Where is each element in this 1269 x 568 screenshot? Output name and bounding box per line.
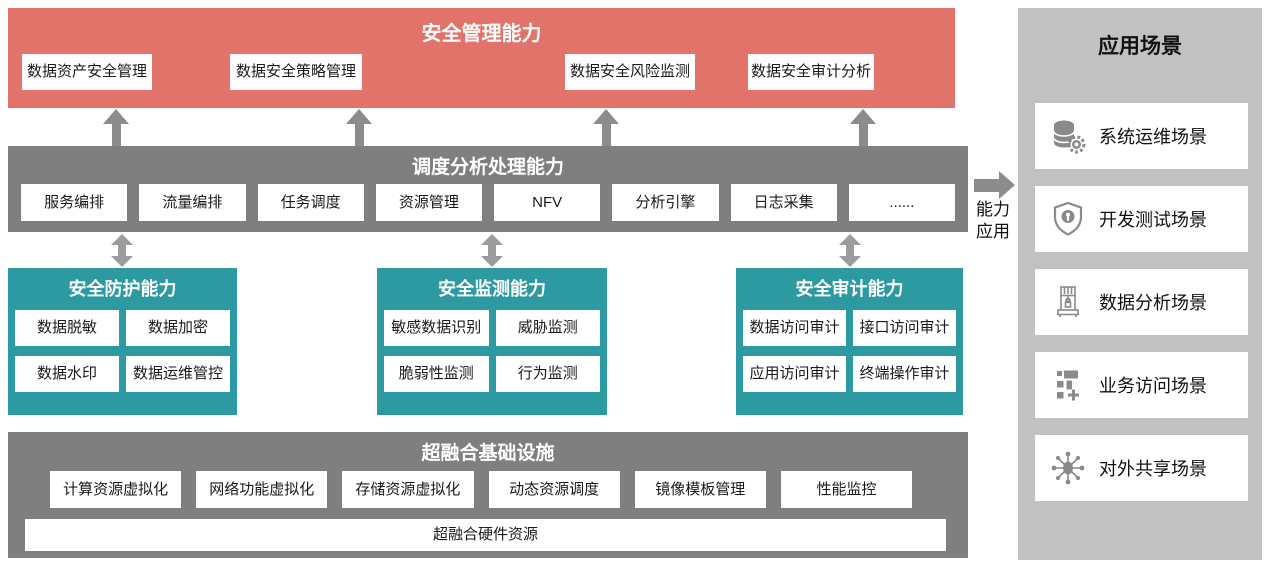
right-arrow-icon (974, 179, 999, 192)
management-item: 数据资产安全管理 (22, 54, 152, 90)
capability-item: 数据水印 (15, 356, 119, 392)
monitoring-capability-group: 安全监测能力 敏感数据识别 威胁监测 脆弱性监测 行为监测 (377, 268, 607, 415)
group-title: 安全监测能力 (438, 279, 546, 299)
capability-item: 接口访问审计 (853, 310, 956, 346)
capability-item: 脆弱性监测 (384, 356, 489, 392)
security-management-band: 安全管理能力 数据资产安全管理 数据安全策略管理 数据安全风险监测 数据安全审计… (8, 8, 955, 108)
data-analysis-icon (1049, 283, 1087, 321)
security-management-title: 安全管理能力 (421, 23, 542, 45)
infrastructure-item: 性能监控 (780, 471, 913, 508)
scenario-card: 业务访问场景 (1035, 352, 1248, 418)
capability-item: 数据运维管控 (126, 356, 230, 392)
up-arrow-icon (593, 109, 619, 146)
application-panel-title: 应用场景 (1098, 35, 1182, 58)
infrastructure-items-row: 计算资源虚拟化 网络功能虚拟化 存储资源虚拟化 动态资源调度 镜像模板管理 性能… (8, 471, 968, 508)
application-scenarios-panel: 应用场景 系统运维场景 (1018, 8, 1262, 560)
capability-item: 数据加密 (126, 310, 230, 346)
audit-capability-group: 安全审计能力 数据访问审计 接口访问审计 应用访问审计 终端操作审计 (736, 268, 963, 415)
management-item: 数据安全审计分析 (748, 54, 874, 90)
scenario-label: 系统运维场景 (1099, 127, 1207, 147)
capability-application-line2: 应用 (976, 222, 1010, 241)
scenario-card: 开发测试场景 (1035, 186, 1248, 252)
group-title: 安全审计能力 (795, 279, 904, 299)
double-arrow-icon (481, 234, 503, 267)
scheduling-item: 资源管理 (375, 184, 482, 221)
capability-item: 威胁监测 (495, 310, 600, 346)
capability-item: 终端操作审计 (853, 356, 956, 392)
scheduling-band: 调度分析处理能力 服务编排 流量编排 任务调度 资源管理 NFV 分析引擎 日志… (8, 146, 968, 232)
scheduling-item: 分析引擎 (612, 184, 719, 221)
scenario-card: 数据分析场景 (1035, 269, 1248, 335)
workflow-icon (1049, 366, 1087, 404)
capability-application-line1: 能力 (976, 200, 1010, 219)
scenario-label: 对外共享场景 (1099, 459, 1207, 479)
scenario-card: 对外共享场景 (1035, 435, 1248, 501)
scheduling-item: 日志采集 (730, 184, 837, 221)
capability-item: 数据脱敏 (15, 310, 119, 346)
scheduling-item: 任务调度 (257, 184, 364, 221)
group-title: 安全防护能力 (68, 279, 177, 299)
scenario-cards: 系统运维场景 开发测试场景 (1035, 103, 1248, 501)
shield-lock-icon (1049, 200, 1087, 238)
capability-item: 敏感数据识别 (384, 310, 489, 346)
group-grid: 数据脱敏 数据加密 数据水印 数据运维管控 (15, 310, 230, 392)
capability-application-label: 能力 应用 (969, 199, 1017, 243)
scheduling-title: 调度分析处理能力 (411, 157, 564, 178)
database-gear-icon (1049, 117, 1087, 155)
scheduling-item: ...... (848, 184, 955, 221)
infrastructure-item: 动态资源调度 (488, 471, 620, 508)
infrastructure-band: 超融合基础设施 计算资源虚拟化 网络功能虚拟化 存储资源虚拟化 动态资源调度 镜… (8, 432, 968, 558)
group-grid: 敏感数据识别 威胁监测 脆弱性监测 行为监测 (384, 310, 600, 392)
capability-item: 数据访问审计 (743, 310, 846, 346)
up-arrow-icon (850, 109, 876, 146)
up-arrow-icon (346, 109, 372, 146)
scenario-label: 开发测试场景 (1099, 210, 1207, 230)
infrastructure-item: 计算资源虚拟化 (50, 471, 182, 508)
infrastructure-item: 网络功能虚拟化 (196, 471, 328, 508)
infrastructure-item: 存储资源虚拟化 (342, 471, 474, 508)
share-network-icon (1049, 449, 1087, 487)
scheduling-items-row: 服务编排 流量编排 任务调度 资源管理 NFV 分析引擎 日志采集 ...... (8, 184, 968, 221)
scheduling-item: 流量编排 (139, 184, 246, 221)
protection-capability-group: 安全防护能力 数据脱敏 数据加密 数据水印 数据运维管控 (8, 268, 237, 415)
scheduling-item: NFV (494, 184, 601, 221)
scheduling-item: 服务编排 (21, 184, 128, 221)
management-item: 数据安全策略管理 (230, 54, 362, 90)
double-arrow-icon (111, 234, 133, 267)
up-arrow-icon (103, 109, 129, 146)
scenario-card: 系统运维场景 (1035, 103, 1248, 169)
infrastructure-item: 镜像模板管理 (634, 471, 766, 508)
capability-item: 应用访问审计 (743, 356, 846, 392)
hardware-resource-box: 超融合硬件资源 (25, 519, 946, 551)
management-item: 数据安全风险监测 (565, 54, 695, 90)
double-arrow-icon (839, 234, 861, 267)
scenario-label: 数据分析场景 (1099, 293, 1207, 313)
scenario-label: 业务访问场景 (1099, 376, 1207, 396)
group-grid: 数据访问审计 接口访问审计 应用访问审计 终端操作审计 (743, 310, 956, 392)
right-arrow-icon (999, 171, 1015, 199)
capability-item: 行为监测 (495, 356, 600, 392)
infrastructure-title: 超融合基础设施 (421, 443, 555, 464)
